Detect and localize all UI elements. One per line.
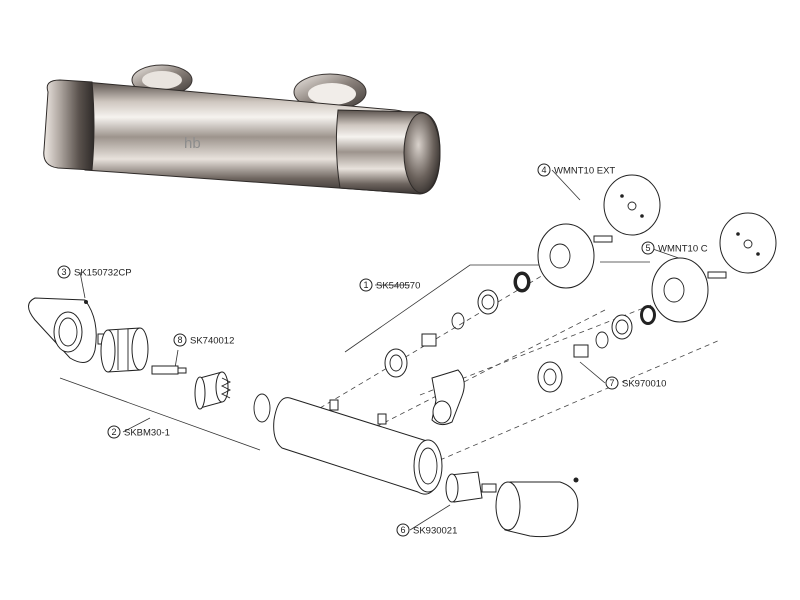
assembly-lines [319, 264, 721, 461]
part-flow-cartridge [445, 471, 497, 503]
callout-code: SK540570 [376, 281, 420, 292]
part-wall-eccentric-upper [537, 223, 613, 289]
part-filter-lower [640, 305, 656, 325]
callout-number: 8 [177, 335, 182, 345]
part-thermostatic-cartridge [97, 327, 149, 373]
product-photo: hb [43, 64, 441, 195]
part-wall-plate-upper [603, 174, 661, 236]
callout-number: 5 [645, 243, 650, 253]
callout-1: 1 SK540570 [359, 278, 420, 292]
part-spindle [151, 365, 187, 375]
part-check-valve-lower [611, 314, 633, 340]
callout-8: 8 SK740012 [173, 333, 234, 347]
callout-code: WMNT10 EXT [554, 166, 615, 177]
callout-number: 2 [111, 427, 116, 437]
callout-number: 4 [541, 165, 546, 175]
part-inlet-nipple-lower [573, 344, 589, 358]
callout-7: 7 SK970010 [605, 376, 666, 390]
callout-6: 6 SK930021 [396, 523, 457, 537]
part-handle-cap-right [495, 477, 579, 538]
part-inlet-nipple-upper [421, 333, 437, 347]
callout-code: WMNT10 C [658, 244, 708, 255]
callout-2: 2 SKBM30-1 [107, 425, 170, 439]
callout-code: SK150732CP [74, 268, 132, 279]
callout-code: SK930021 [413, 526, 457, 537]
callout-code: SK740012 [190, 336, 234, 347]
part-o-ring-left [253, 393, 271, 423]
callout-number: 7 [609, 378, 614, 388]
part-wall-eccentric-lower [651, 257, 727, 323]
temperature-handle [43, 79, 95, 171]
callout-leaders [59, 169, 691, 531]
callout-number: 6 [400, 525, 405, 535]
part-valve-body-tube [273, 397, 443, 495]
part-spring-unit [194, 371, 232, 410]
part-o-ring-upper [451, 312, 465, 330]
callout-code: SK970010 [622, 379, 666, 390]
part-inlet-nut-lower [537, 361, 563, 393]
part-inlet-nut-upper [384, 348, 408, 378]
part-elbow-fitting [431, 369, 465, 426]
callout-4: 4 WMNT10 EXT [537, 163, 615, 177]
callout-number: 1 [363, 280, 368, 290]
callout-3: 3 SK150732CP [57, 265, 132, 279]
callout-number: 3 [61, 267, 66, 277]
part-o-ring-lower [595, 331, 609, 349]
part-check-valve-upper [477, 289, 499, 315]
logo-text: hb [184, 135, 201, 152]
callout-5: 5 WMNT10 C [641, 241, 708, 255]
part-filter-upper [513, 271, 531, 293]
wall-connector-right [293, 73, 367, 111]
part-handle-cap-left [28, 297, 97, 363]
part-wall-plate-lower [719, 212, 777, 274]
callout-code: SKBM30-1 [124, 428, 170, 439]
